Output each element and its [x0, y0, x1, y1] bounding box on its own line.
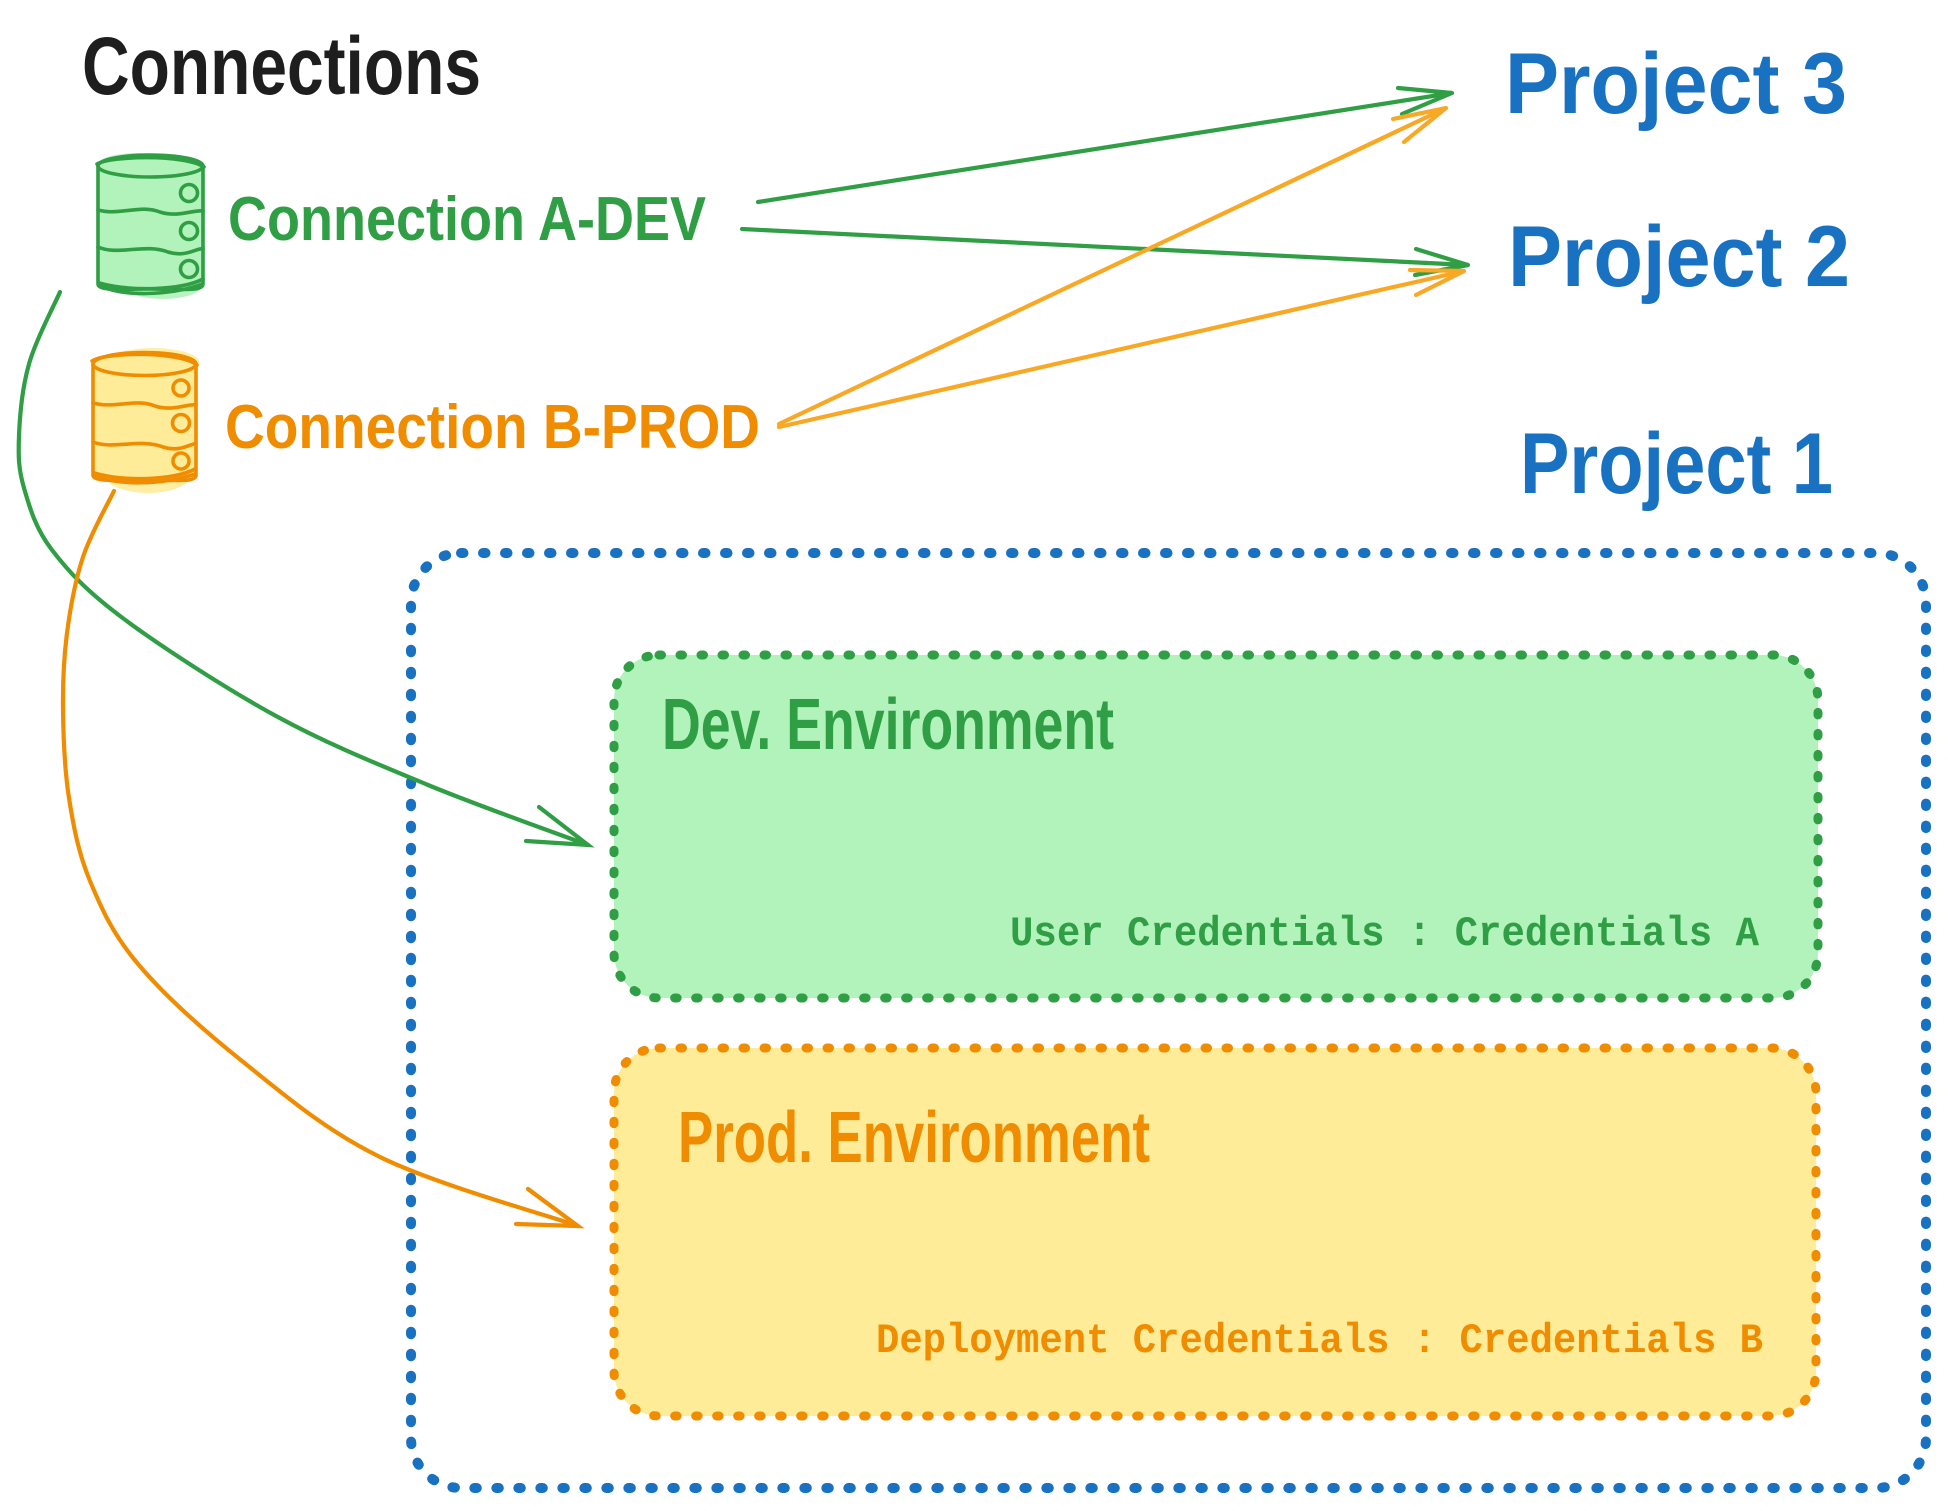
- svg-text:Dev. Environment: Dev. Environment: [662, 685, 1114, 765]
- svg-text:Project 1: Project 1: [1520, 416, 1833, 512]
- svg-text:Project 3: Project 3: [1505, 36, 1847, 132]
- svg-text:Prod. Environment: Prod. Environment: [678, 1098, 1150, 1178]
- svg-text:Connection A-DEV: Connection A-DEV: [228, 185, 706, 254]
- svg-text:Deployment Credentials : Crede: Deployment Credentials : Credentials B: [876, 1317, 1763, 1365]
- svg-text:Project 2: Project 2: [1508, 209, 1850, 305]
- svg-text:User Credentials : Credentials: User Credentials : Credentials A: [1010, 910, 1760, 958]
- svg-text:Connections: Connections: [82, 21, 481, 112]
- svg-text:Connection B-PROD: Connection B-PROD: [225, 393, 760, 462]
